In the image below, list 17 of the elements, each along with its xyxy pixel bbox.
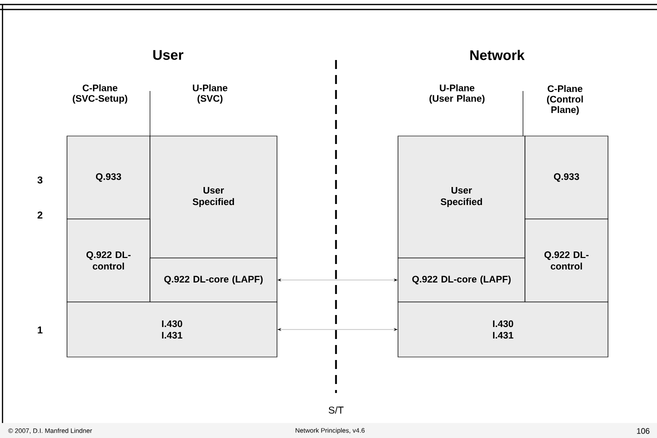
plane-label: C-Plane (Control Plane) bbox=[547, 85, 583, 115]
plane-label: U-Plane (User Plane) bbox=[430, 84, 484, 104]
protocol-box: Q.933 bbox=[524, 136, 608, 220]
plane-label: U-Plane (SVC) bbox=[192, 84, 228, 104]
layer-number: 3 bbox=[37, 176, 42, 184]
layer-number: 2 bbox=[38, 212, 42, 218]
protocol-box: Q.922 DL-core (LAPF) bbox=[398, 258, 526, 302]
layer-number: 1 bbox=[38, 326, 42, 334]
side-heading: Network bbox=[470, 50, 525, 60]
protocol-box: Q.922 DL-core (LAPF) bbox=[150, 258, 278, 302]
side-heading: User bbox=[153, 50, 184, 60]
protocol-box: Q.922 DL-control bbox=[524, 218, 608, 302]
page-number: 106 bbox=[637, 428, 650, 434]
reference-point-label: S/T bbox=[328, 406, 344, 414]
plane-label: C-Plane (SVC-Setup) bbox=[72, 84, 128, 104]
protocol-box: Q.922 DL-control bbox=[66, 218, 150, 302]
protocol-box: Q.933 bbox=[66, 136, 150, 220]
